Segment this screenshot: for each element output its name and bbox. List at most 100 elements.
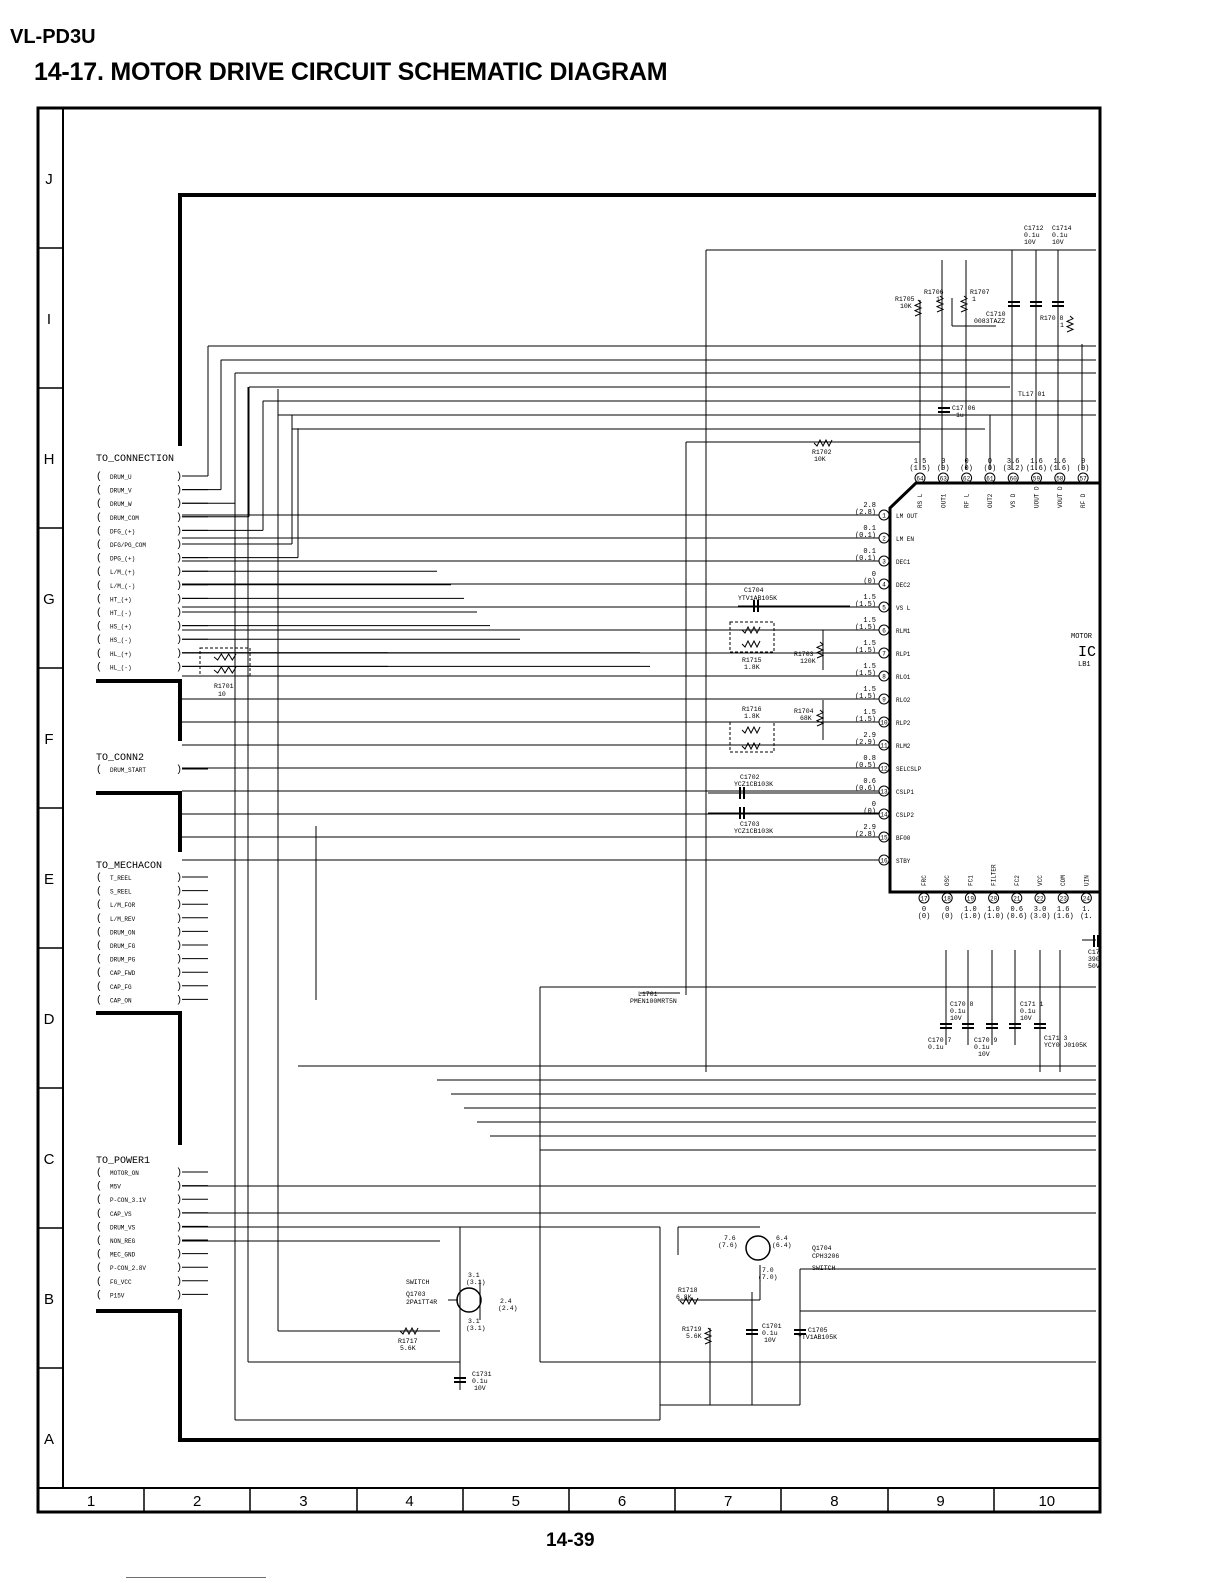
ic-pin-number: 16 [880,858,888,865]
connector-pin-mechacon: L/M_REV [110,916,136,923]
ic-pin-name: RLP1 [896,651,911,658]
ic-pin-voltage: 2.9 [863,824,876,832]
component-label-q1704: CPH3206 [812,1253,839,1260]
ic-pin-number: 2 [882,536,886,543]
connector-pin-connection: HT_(-) [110,610,132,617]
ic-pin-voltage-alt: (0.5) [855,762,876,770]
ic-pin-voltage-alt: (1. [1080,913,1093,921]
connector-bracket: ) [176,913,182,925]
component-label-c1706: C17 06 [952,405,976,412]
ic-pin-voltage: 0.8 [863,755,876,763]
connector-bracket: ( [96,1235,102,1247]
ic-pin-voltage: 3.6 [1007,458,1020,466]
ic-pin-voltage-alt: (1.5) [855,624,876,632]
row-label-D: D [44,1011,55,1028]
ic-pin-name: VOUT D [1057,486,1064,508]
ic-pin-circle [1011,892,1023,904]
ic-pin-voltage: 2.9 [863,732,876,740]
connector-bracket: ( [96,553,102,565]
ic-pin-name: OUT1 [940,493,947,508]
component-label-c17x: 50V [1088,963,1100,970]
connector-bracket: ) [176,607,182,619]
component-label-c1709: 10V [978,1051,990,1058]
component-label-r1718: 6.8K [676,1294,692,1301]
connector-title-connection: TO_CONNECTION [96,454,174,465]
ic-pin-voltage: 0 [872,571,876,579]
ic-pin-number: 57 [1079,476,1087,483]
connector-bracket: ) [176,621,182,633]
model-name: VL-PD3U [10,26,96,48]
ic-pin-voltage-alt: (2.8) [855,509,876,517]
component-label-c1713: C171 3 [1044,1035,1068,1042]
component-label-c1714: 10V [1052,239,1064,246]
component-label-r1705: 10K [900,303,912,310]
connector-pin-power: MOTOR_ON [110,1170,139,1177]
connector-pin-connection: HS_(+) [110,624,132,631]
ic-pin-voltage: 1.6 [1053,458,1066,466]
ic-pin-name: COM [1060,875,1067,886]
ic-pin-name: RLO2 [896,697,911,704]
component-label-q1704: 7.6 [724,1235,736,1242]
ic-pin-voltage-alt: (0) [960,465,973,473]
component-label-c1702: C1702 [740,774,760,781]
connector-bracket: ) [176,1289,182,1301]
row-label-G: G [43,591,55,608]
ic-pin-voltage: 1.6 [1030,458,1043,466]
ic-pin-voltage-alt: (1.5) [909,465,930,473]
component-label-q1704: Q1704 [812,1245,832,1252]
connector-bracket: ) [176,1208,182,1220]
col-label-8: 8 [830,1493,838,1510]
ic-pin-name: CSLP2 [896,812,914,819]
ic-pin-voltage-alt: (0.6) [1006,913,1027,921]
connector-bracket: ) [176,471,182,483]
component-label-c1731: 0.1u [472,1378,488,1385]
ic-pin-voltage: 1.5 [863,686,876,694]
ic-pin-number: 6 [882,628,886,635]
ic-pin-circle [918,892,930,904]
component-label-c1709: C170 9 [974,1037,998,1044]
ic-pin-voltage: 0 [872,801,876,809]
component-label-c1707: 0.1u [928,1044,944,1051]
connector-bracket: ( [96,940,102,952]
component-label-q1704: (7.0) [758,1274,778,1281]
resistor-symbol [815,641,825,659]
connector-bracket: ( [96,994,102,1006]
connector-bracket: ( [96,593,102,605]
connector-pin-connection: DRUM_U [110,474,132,481]
ic-pin-name: FC2 [1014,875,1021,886]
component-label-q1703: (3.1) [466,1325,486,1332]
component-label-r1701: R1701 [214,683,234,690]
connector-pin-power: NON_REG [110,1238,136,1245]
ic-pin-name: FRC [921,875,928,886]
connector-pin-mechacon: S_REEL [110,889,132,896]
connector-bracket: ) [176,648,182,660]
connector-pin-mechacon: CAP_ON [110,997,132,1004]
ic-pin-name: RLO1 [896,674,911,681]
component-label-tl1701: TL17 01 [1018,391,1045,398]
ic-pin-voltage: 1.5 [863,663,876,671]
connector-pin-connection: HL_(-) [110,664,132,671]
component-label-r1704: 68K [800,715,812,722]
resistor-symbol [1065,315,1075,333]
connector-bracket: ( [96,1194,102,1206]
ic-pin-voltage-alt: (1.5) [855,693,876,701]
component-label-r1716: 1.8K [744,713,760,720]
component-label-c1713: YCY0 J0105K [1044,1042,1087,1049]
ic-pin-circle [1080,892,1092,904]
ic-pin-name: RF L [964,493,971,508]
connector-bracket: ( [96,566,102,578]
component-label-q1704: 7.0 [762,1267,774,1274]
connector-bracket: ( [96,1181,102,1193]
ic-pin-number: 22 [1036,896,1044,903]
connector-pin-mechacon: DRUM_ON [110,929,136,936]
connector-pin-connection: HT_(+) [110,596,132,603]
connector-bracket: ( [96,648,102,660]
ic-pin-name: VS L [896,605,911,612]
ic-pin-voltage: 1. [1082,906,1090,914]
ic-pin-voltage: 1.6 [1057,906,1070,914]
ic-pin-circle [1077,472,1089,484]
row-label-I: I [47,311,51,328]
component-label-r1707: R1707 [970,289,990,296]
connector-bracket: ( [96,899,102,911]
